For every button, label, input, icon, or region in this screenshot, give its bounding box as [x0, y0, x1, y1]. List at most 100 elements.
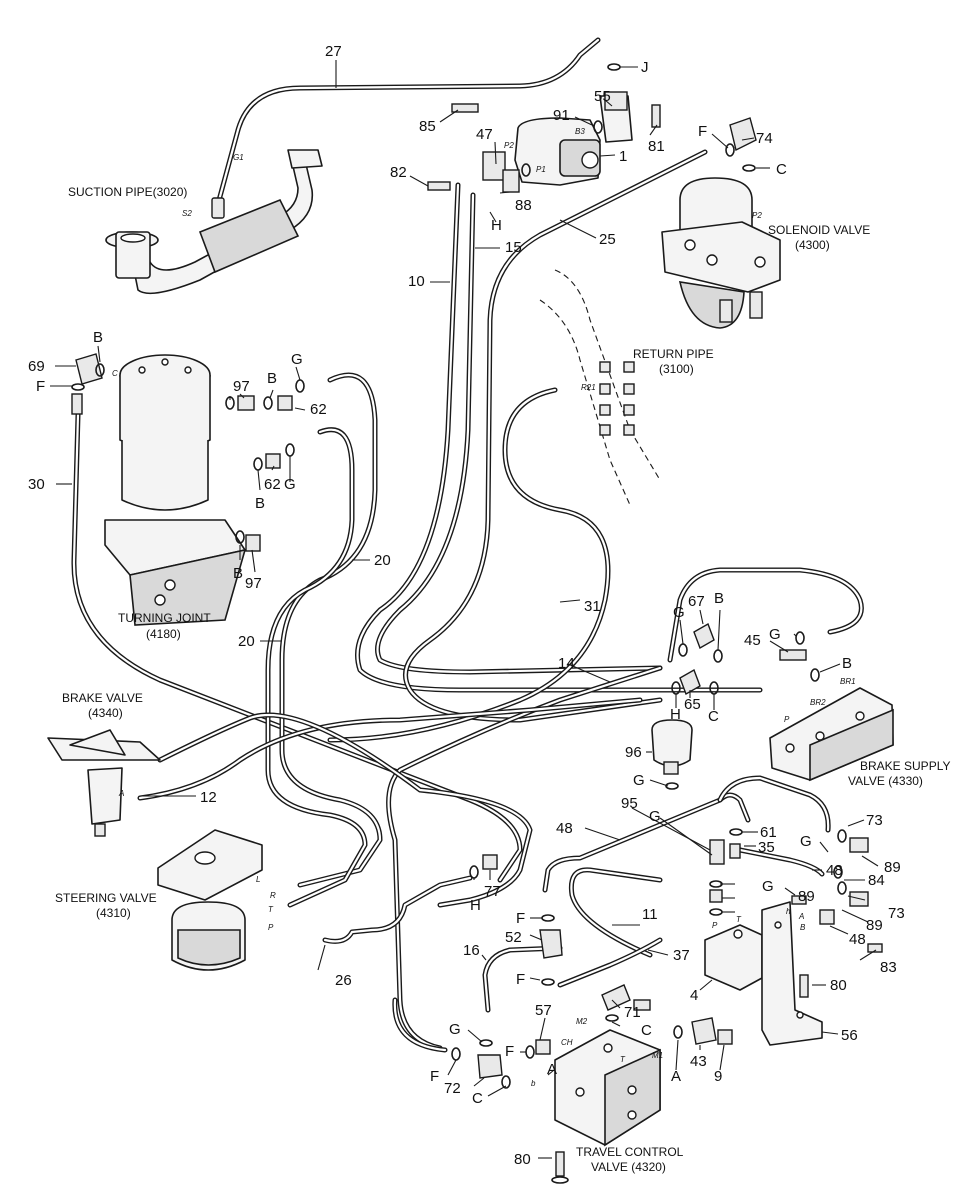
callout: 25 — [599, 231, 616, 248]
callout: 83 — [880, 959, 897, 976]
accumulator-96 — [651, 719, 693, 775]
callout: 88 — [515, 197, 532, 214]
callout: 55 — [594, 88, 611, 105]
hose-25 — [403, 149, 708, 723]
return-pipe — [539, 269, 661, 506]
component-labels: SUCTION PIPE(3020) SOLENOID VALVE (4300)… — [55, 185, 950, 1174]
port-label: P2 — [504, 141, 514, 150]
port-label: R21 — [581, 383, 596, 392]
brake-valve — [47, 729, 161, 837]
fittings — [71, 63, 883, 1089]
bracket-56 — [761, 901, 823, 1046]
port-label: T — [620, 1055, 626, 1064]
bolt-80-bottom — [551, 1151, 569, 1184]
label-turning-joint-code: (4180) — [146, 627, 181, 641]
label-steering-valve-code: (4310) — [96, 906, 131, 920]
callout: 45 — [744, 632, 761, 649]
callout: F — [516, 971, 525, 988]
callout: 30 — [28, 476, 45, 493]
callout: 31 — [584, 598, 601, 615]
port-label: P2 — [752, 211, 762, 220]
callout: 4 — [690, 987, 698, 1004]
callout: 82 — [390, 164, 407, 181]
callout: 89 — [866, 917, 883, 934]
callout: 52 — [505, 929, 522, 946]
callout: G — [673, 604, 685, 621]
callout: C — [708, 708, 719, 725]
callout: 15 — [505, 239, 522, 256]
callout: F — [516, 910, 525, 927]
port-label: P — [784, 715, 790, 724]
label-turning-joint: TURNING JOINT — [118, 611, 211, 625]
port-label: BR2 — [810, 698, 826, 707]
callout: 1 — [619, 148, 627, 165]
port-label: B — [800, 923, 806, 932]
suction-pipe — [105, 149, 323, 295]
callout: 16 — [463, 942, 480, 959]
port-label: S2 — [182, 209, 192, 218]
label-suction-pipe: SUCTION PIPE(3020) — [68, 185, 187, 199]
callout: 43 — [690, 1053, 707, 1070]
label-solenoid-valve-code: (4300) — [795, 238, 830, 252]
callout: F — [505, 1043, 514, 1060]
port-label: C — [112, 369, 118, 378]
callout: 96 — [625, 744, 642, 761]
callout: 73 — [866, 812, 883, 829]
callout: 97 — [245, 575, 262, 592]
port-label: h — [786, 907, 791, 916]
callout: 65 — [684, 696, 701, 713]
callout: 48 — [556, 820, 573, 837]
callout: G — [633, 772, 645, 789]
travel-control-valve — [554, 1029, 661, 1147]
callout: C — [776, 161, 787, 178]
port-label: M1 — [652, 1051, 663, 1060]
hose-15 — [375, 192, 663, 675]
callouts: 27 J 55 91 85 47 81 1 74 F C 82 88 H 15 … — [28, 43, 905, 1168]
label-travel-control-valve: TRAVEL CONTROL — [576, 1145, 684, 1159]
callout: G — [649, 808, 661, 825]
callout: 10 — [408, 273, 425, 290]
callout: 81 — [648, 138, 665, 155]
callout: G — [449, 1021, 461, 1038]
callout: 77 — [484, 883, 501, 900]
callout: G — [769, 626, 781, 643]
callout: 12 — [200, 789, 217, 806]
callout: 48 — [849, 931, 866, 948]
label-return-pipe-code: (3100) — [659, 362, 694, 376]
callout: H — [470, 897, 481, 914]
callout: 97 — [233, 378, 250, 395]
callout: 35 — [758, 839, 775, 856]
callout: 57 — [535, 1002, 552, 1019]
callout: 9 — [714, 1068, 722, 1085]
port-label: CH — [561, 1038, 573, 1047]
component-4 — [704, 924, 763, 991]
port-label: M2 — [576, 1017, 588, 1026]
callout: 26 — [335, 972, 352, 989]
callout: F — [36, 378, 45, 395]
callout: B — [255, 495, 265, 512]
callout: G — [800, 833, 812, 850]
label-steering-valve: STEERING VALVE — [55, 891, 157, 905]
label-brake-valve-code: (4340) — [88, 706, 123, 720]
port-label: P — [712, 921, 718, 930]
callout: B — [93, 329, 103, 346]
callout: 20 — [374, 552, 391, 569]
callout: 27 — [325, 43, 342, 60]
port-label: G1 — [233, 153, 244, 162]
callout: 80 — [514, 1151, 531, 1168]
leader-lines — [50, 60, 879, 1159]
port-label: BR1 — [840, 677, 856, 686]
port-label: L — [256, 875, 260, 884]
port-label: T — [268, 905, 274, 914]
callout: 67 — [688, 593, 705, 610]
callout: 37 — [673, 947, 690, 964]
label-brake-supply-valve: BRAKE SUPPLY — [860, 759, 950, 773]
callout: B — [714, 590, 724, 607]
port-labels: P2 B3 P1 G1 P2 R21 BR2 BR1 P A C L R T P… — [112, 127, 856, 1088]
port-label: A — [118, 789, 124, 798]
callout: 95 — [621, 795, 638, 812]
callout: F — [430, 1068, 439, 1085]
callout: 14 — [558, 655, 575, 672]
label-return-pipe: RETURN PIPE — [633, 347, 714, 361]
solenoid-valve — [661, 177, 781, 329]
